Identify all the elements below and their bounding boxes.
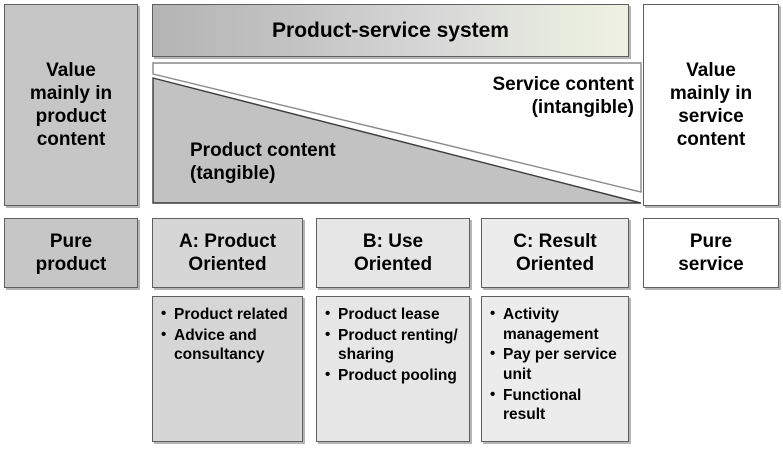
category-a-bullet-list: Product related Advice and consultancy xyxy=(159,304,296,365)
category-a-header: A: Product Oriented xyxy=(152,218,303,288)
category-b-bullet-list: Product lease Product renting/ sharing P… xyxy=(323,304,463,386)
list-item: Advice and consultancy xyxy=(159,325,296,365)
pure-service-box: Pure service xyxy=(643,218,779,288)
service-content-label: Service content (intangible) xyxy=(492,74,635,118)
pure-product-label: Pure product xyxy=(35,230,107,275)
content-split-shapes xyxy=(152,62,642,204)
product-service-system-title: Product-service system xyxy=(272,18,509,42)
category-b-header: B: Use Oriented xyxy=(316,218,470,288)
category-c-body: Activity management Pay per service unit… xyxy=(481,296,629,442)
service-content-shape xyxy=(152,62,642,193)
value-mainly-service-label: Value mainly in service content xyxy=(669,59,753,151)
value-mainly-service-box: Value mainly in service content xyxy=(643,4,779,206)
category-a-heading-label: A: Product Oriented xyxy=(178,230,277,275)
list-item: Product renting/ sharing xyxy=(323,325,463,365)
list-item: Pay per service unit xyxy=(488,344,622,384)
pure-service-label: Pure service xyxy=(678,230,744,275)
content-split-diagram: Service content (intangible) Product con… xyxy=(152,62,642,204)
list-item: Product lease xyxy=(323,304,463,325)
category-b-body: Product lease Product renting/ sharing P… xyxy=(316,296,470,442)
category-b-heading-label: B: Use Oriented xyxy=(353,230,433,275)
list-item: Activity management xyxy=(488,304,622,344)
list-item: Product pooling xyxy=(323,365,463,386)
product-content-shape xyxy=(152,77,642,204)
value-mainly-product-box: Value mainly in product content xyxy=(4,4,138,206)
list-item: Functional result xyxy=(488,385,622,425)
category-c-header: C: Result Oriented xyxy=(481,218,629,288)
value-mainly-product-label: Value mainly in product content xyxy=(29,59,113,151)
list-item: Product related xyxy=(159,304,296,325)
product-service-system-banner: Product-service system xyxy=(152,4,629,57)
category-a-body: Product related Advice and consultancy xyxy=(152,296,303,442)
category-c-bullet-list: Activity management Pay per service unit… xyxy=(488,304,622,425)
product-content-label: Product content (tangible) xyxy=(190,140,336,184)
pure-product-box: Pure product xyxy=(4,218,138,288)
category-c-heading-label: C: Result Oriented xyxy=(513,230,597,275)
